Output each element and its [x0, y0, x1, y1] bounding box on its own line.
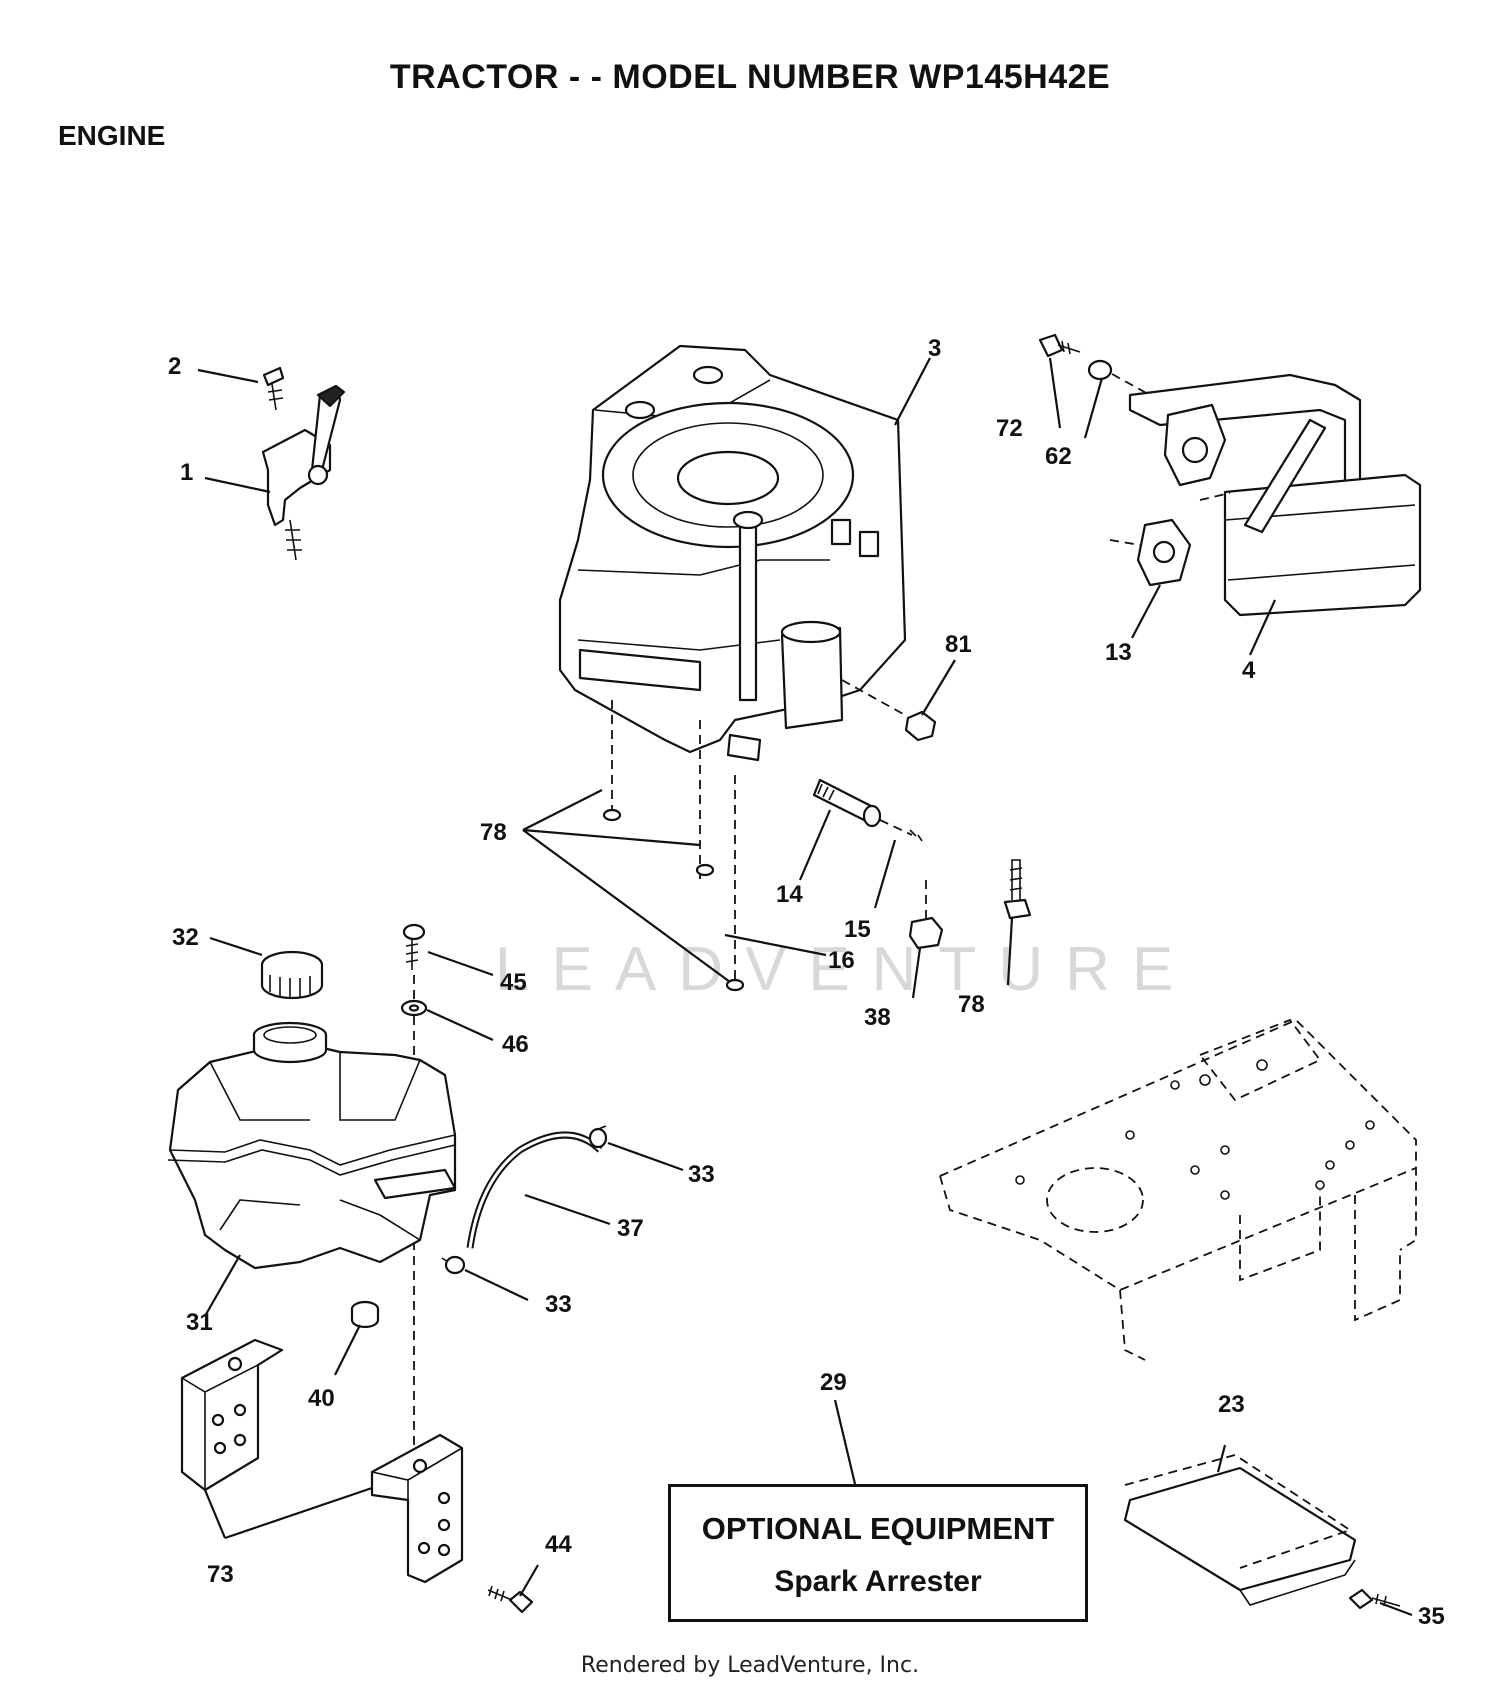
callout-13: 13 — [1105, 639, 1132, 666]
callout-44: 44 — [545, 1531, 572, 1558]
callout-78-left: 78 — [480, 819, 507, 846]
optional-equipment-box: OPTIONAL EQUIPMENT Spark Arrester — [668, 1484, 1088, 1622]
optional-equipment-item: Spark Arrester — [774, 1565, 982, 1598]
spark-arrester-shield-part — [1123, 1454, 1357, 1606]
screw-45-part — [402, 923, 426, 970]
lock-washer-62-part — [1087, 359, 1151, 396]
hose-clamp-33-lower-part — [441, 1255, 466, 1275]
callout-37: 37 — [617, 1215, 644, 1242]
leader-lines — [197, 357, 1413, 1617]
screw-35-part — [1348, 1588, 1401, 1610]
watermark: LEADVENTURE — [495, 935, 1195, 1004]
fuel-line-part — [466, 1131, 603, 1249]
callout-32: 32 — [172, 924, 199, 951]
hose-clamp-33-upper-part — [588, 1125, 608, 1149]
callout-31: 31 — [186, 1309, 213, 1336]
engine-bolt-guides — [602, 700, 745, 992]
engine-part — [558, 344, 907, 762]
callout-46: 46 — [502, 1031, 529, 1058]
callout-72: 72 — [996, 415, 1023, 442]
tank-bracket-left-part — [180, 1338, 284, 1492]
optional-equipment-heading: OPTIONAL EQUIPMENT — [701, 1511, 1055, 1546]
nut-81-part — [841, 679, 937, 742]
callout-62: 62 — [1045, 443, 1072, 470]
gas-cap-part — [260, 950, 324, 1000]
callout-2: 2 — [168, 353, 181, 380]
muffler-part — [1128, 373, 1422, 617]
callout-81: 81 — [945, 631, 972, 658]
section-heading: ENGINE — [58, 120, 166, 151]
bolt-44-part — [487, 1585, 534, 1614]
callout-35: 35 — [1418, 1603, 1445, 1630]
fuel-tank-part — [167, 1021, 457, 1270]
callout-23: 23 — [1218, 1391, 1245, 1418]
screw-2-part — [262, 366, 285, 411]
callout-73: 73 — [207, 1561, 234, 1588]
page-title: TRACTOR - - MODEL NUMBER WP145H42E — [389, 58, 1111, 96]
callout-38: 38 — [864, 1004, 891, 1031]
exhaust-bolt-72-part — [1038, 333, 1081, 358]
callout-14: 14 — [776, 881, 803, 908]
throttle-control-part — [261, 384, 346, 561]
tank-bracket-right-part — [370, 1433, 464, 1584]
callout-4: 4 — [1242, 657, 1256, 684]
callout-15: 15 — [844, 916, 871, 943]
callout-1: 1 — [180, 459, 193, 486]
muffler-gasket-part — [1109, 492, 1231, 587]
callout-45: 45 — [500, 969, 527, 996]
callout-33-upper: 33 — [688, 1161, 715, 1188]
bolt-78-part — [1003, 859, 1032, 920]
oil-drain-extension-part — [812, 778, 923, 842]
washer-46-part — [400, 999, 428, 1017]
callout-16: 16 — [828, 947, 855, 974]
callout-3: 3 — [928, 335, 941, 362]
callout-78-right: 78 — [958, 991, 985, 1018]
footer-credit: Rendered by LeadVenture, Inc. — [580, 1653, 920, 1678]
nut-38-part — [908, 880, 944, 950]
callout-29: 29 — [820, 1369, 847, 1396]
tractor-frame-dashed — [939, 1018, 1417, 1361]
spacer-40-part — [350, 1300, 380, 1329]
callout-40: 40 — [308, 1385, 335, 1412]
callout-33-lower: 33 — [545, 1291, 572, 1318]
